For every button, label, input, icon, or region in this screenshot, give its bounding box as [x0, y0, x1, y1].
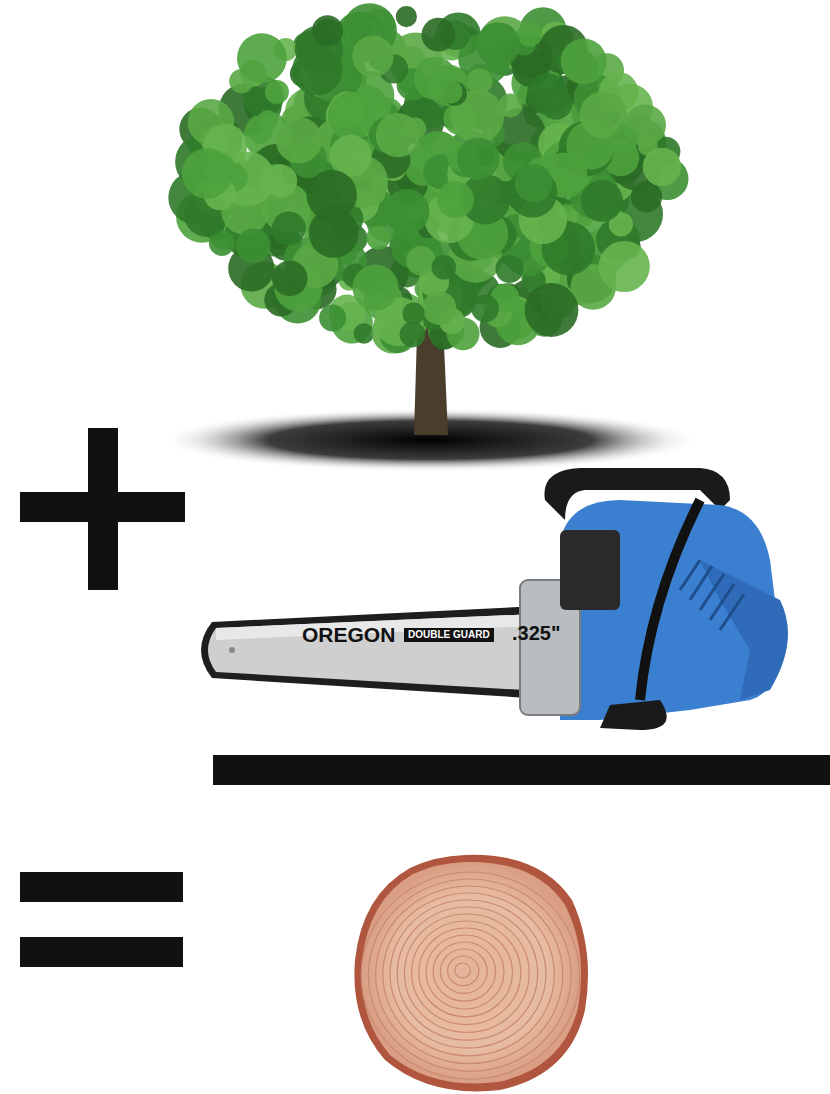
leaf-cluster — [376, 113, 420, 157]
leaf-cluster — [400, 322, 426, 348]
growth-ring — [440, 949, 487, 993]
saw-chain — [201, 605, 560, 700]
growth-ring — [390, 900, 546, 1048]
leaf-cluster — [561, 38, 607, 84]
leaf-cluster — [422, 291, 456, 325]
engine-intake — [560, 530, 620, 610]
leaf-cluster — [272, 261, 308, 297]
leaf-cluster — [515, 164, 553, 202]
leaf-cluster — [432, 255, 457, 280]
stump-face — [362, 862, 581, 1084]
tree-canopy — [168, 3, 688, 353]
equals-sign — [20, 872, 183, 902]
leaf-cluster — [237, 33, 287, 83]
stump-bark — [354, 855, 588, 1092]
guide-bar — [208, 613, 558, 692]
cooling-vents — [680, 560, 744, 630]
model-label: DOUBLE GUARD — [404, 628, 494, 642]
leaf-cluster — [312, 15, 343, 46]
leaf-cluster — [354, 323, 375, 344]
leaf-cluster — [385, 189, 430, 234]
pitch-label: .325" — [512, 623, 560, 643]
growth-ring — [404, 914, 529, 1032]
trigger-guard — [600, 700, 667, 730]
leaf-cluster — [422, 18, 456, 52]
leaf-cluster — [236, 228, 271, 263]
plus-sign — [20, 492, 185, 522]
leaf-cluster — [643, 148, 681, 186]
leaf-cluster — [396, 6, 417, 27]
leaf-cluster — [328, 92, 376, 140]
leaf-cluster — [257, 110, 278, 131]
sum-line — [213, 755, 830, 785]
leaf-cluster — [403, 303, 425, 325]
leaf-cluster — [406, 246, 435, 275]
leaf-cluster — [476, 22, 520, 66]
leaf-cluster — [517, 21, 542, 46]
growth-ring — [419, 928, 513, 1017]
leaf-cluster — [276, 117, 322, 163]
leaf-cluster — [352, 35, 394, 77]
leaf-cluster — [292, 45, 342, 95]
growth-ring — [426, 935, 504, 1009]
leaf-cluster — [439, 80, 462, 103]
leaf-cluster — [306, 170, 357, 221]
brand-label: OREGON — [302, 624, 395, 645]
leaf-cluster — [581, 180, 623, 222]
rear-handle — [700, 560, 788, 700]
growth-ring — [361, 872, 579, 1079]
leaf-cluster — [496, 255, 524, 283]
growth-ring — [412, 921, 521, 1025]
growth-ring — [383, 893, 555, 1056]
bar-rivet — [229, 647, 235, 653]
leaf-cluster — [272, 212, 306, 246]
growth-ring — [448, 956, 479, 986]
leaf-cluster — [457, 138, 499, 180]
leaf-cluster — [265, 80, 289, 104]
leaf-cluster — [319, 305, 346, 332]
handle-bar — [640, 500, 700, 700]
leaf-cluster — [527, 73, 568, 114]
growth-ring — [433, 942, 495, 1001]
leaf-cluster — [499, 94, 523, 118]
leaf-cluster — [182, 148, 233, 199]
growth-ring — [368, 879, 571, 1071]
leaf-cluster — [525, 283, 579, 337]
equals-sign — [20, 937, 183, 967]
growth-rings — [361, 872, 579, 1079]
growth-ring — [397, 907, 537, 1040]
leaf-cluster — [366, 226, 390, 250]
leaf-cluster — [437, 181, 474, 218]
growth-ring — [376, 886, 563, 1064]
leaf-cluster — [471, 295, 499, 323]
growth-ring — [455, 963, 471, 978]
leaf-cluster — [599, 241, 650, 292]
leaf-cluster — [353, 264, 399, 310]
leaf-cluster — [611, 126, 638, 153]
